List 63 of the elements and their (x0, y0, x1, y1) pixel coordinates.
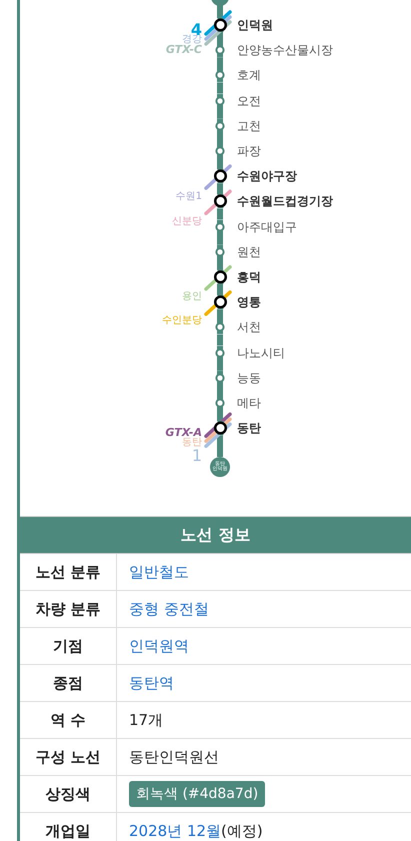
row-header-cell: 상징색 (20, 776, 116, 812)
station-name: 나노시티 (237, 346, 285, 360)
station-name: 흥덕 (237, 270, 261, 284)
track-line (217, 132, 223, 144)
track-line (217, 208, 223, 220)
station-name: 원천 (237, 244, 261, 259)
track-line (217, 334, 223, 346)
color-tag: 회녹색 (#4d8a7d) (129, 781, 266, 807)
transfer-line-label: 수원1 (176, 190, 202, 202)
transfer-line-label: GTX-A (165, 428, 202, 438)
track-line (217, 82, 223, 94)
track-line (217, 410, 223, 422)
row-header-cell: 노선 분류 (20, 554, 116, 590)
transfer-line-label: GTX-C (166, 45, 202, 55)
station-name: 동탄 (237, 421, 261, 436)
track-line (217, 360, 223, 371)
value-cell: 17개 (116, 702, 411, 738)
station-name: 서천 (237, 320, 261, 334)
value-link: 중형 중전철 (129, 600, 209, 618)
station-name: 영통 (237, 295, 261, 310)
transfer-line-label: 신분당 (172, 216, 202, 227)
table-header: 노선 정보 (20, 516, 411, 554)
station-name: 수원야구장 (237, 169, 297, 184)
row-header-cell: 개업일 (20, 812, 116, 841)
value-link: 인덕원역 (129, 636, 189, 654)
station-name: 메타 (237, 396, 261, 410)
value-link: 2028년 12월 (129, 822, 222, 840)
station-name: 오전 (237, 94, 261, 108)
value-link: 동탄역 (129, 674, 174, 692)
track-line (217, 258, 223, 270)
row-header-cell: 차량 분류 (20, 590, 116, 628)
transfer-line-label: 동탄 (182, 438, 202, 448)
track-line (217, 309, 223, 320)
transfer-line-label: 경강 (182, 35, 202, 45)
transfer-line-label: 1 (192, 448, 202, 462)
station-name: 능동 (237, 370, 261, 385)
track-line (217, 284, 223, 296)
station-name: 파장 (237, 144, 261, 158)
station-name: 호계 (237, 68, 261, 82)
track-line (217, 234, 223, 245)
value-cell: 동탄인덕원선 (116, 738, 411, 776)
track-line (217, 57, 223, 68)
station-name: 고천 (237, 118, 261, 133)
station-name: 수원월드컵경기장 (237, 194, 333, 208)
transfer-line-label: 4 (190, 22, 202, 36)
station-name: 인덕원 (237, 18, 273, 32)
value-link: 일반철도 (129, 562, 189, 580)
track-line (217, 183, 223, 194)
track-line (217, 108, 223, 119)
note-text: (예정) (221, 822, 263, 840)
row-header-cell: 역 수 (20, 702, 116, 738)
track-line (217, 384, 223, 396)
station-name: 아주대입구 (237, 220, 297, 234)
station-name: 안양농수산물시장 (237, 43, 333, 58)
track-line (217, 32, 223, 44)
track-line (217, 6, 223, 18)
transfer-line-label: 용인 (182, 290, 202, 302)
row-header-cell: 구성 노선 (20, 738, 116, 776)
track-line (217, 435, 223, 457)
transfer-line-label: 수인분당 (162, 314, 202, 326)
row-header-cell: 기점 (20, 628, 116, 664)
row-header-cell: 종점 (20, 664, 116, 702)
track-line (217, 158, 223, 170)
